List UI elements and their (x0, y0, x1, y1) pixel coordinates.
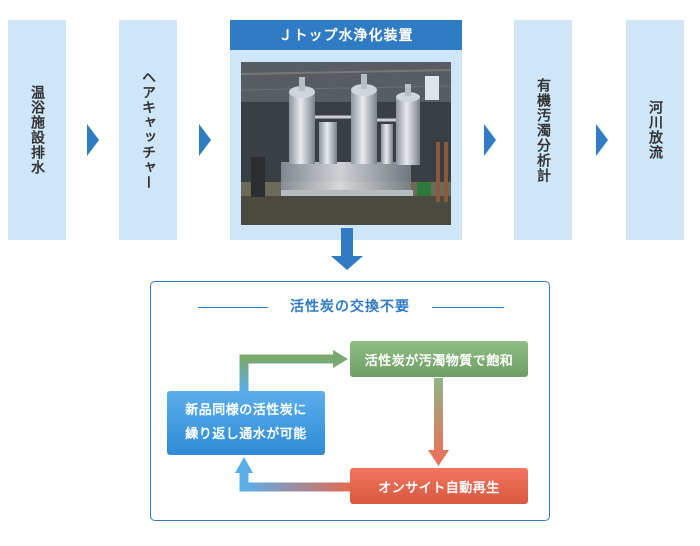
step-label: 温浴施設排水 (29, 85, 45, 175)
flow-arrow-icon (484, 124, 496, 156)
reuse-box: 新品同様の活性炭に 繰り返し通水が可能 (167, 391, 325, 455)
step-bathing-facility-wastewater: 温浴施設排水 (8, 20, 66, 240)
flow-arrow-icon (596, 124, 608, 156)
regeneration-label: オンサイト自動再生 (378, 480, 500, 496)
title-rule-left (198, 307, 268, 308)
arrow-down-icon (428, 450, 449, 466)
down-arrow-icon (331, 256, 363, 270)
step-hair-catcher: ヘアキャッチャー (119, 20, 177, 240)
title-rule-right (432, 307, 504, 308)
purifier-photo (241, 62, 451, 225)
panel-title: 活性炭の交換不要 (290, 299, 410, 315)
regeneration-box: オンサイト自動再生 (350, 468, 528, 504)
reuse-label-line1: 新品同様の活性炭に (185, 403, 307, 418)
step-label: 河川放流 (647, 100, 663, 160)
saturation-label: 活性炭が汚濁物質で飽和 (364, 353, 514, 369)
step-river-discharge: 河川放流 (626, 20, 684, 240)
reuse-label-line2: 繰り返し通水が可能 (185, 427, 307, 442)
purifier-photo-graphic (241, 62, 451, 225)
down-arrow-shaft (341, 228, 353, 258)
step-label: 有機汚濁分析計 (535, 77, 551, 183)
flow-arrow-icon (199, 124, 211, 156)
step-j-top-purifier: Ｊトップ水浄化装置 (230, 20, 462, 240)
purifier-title: Ｊトップ水浄化装置 (230, 20, 462, 50)
arrow-right-icon (333, 350, 348, 368)
saturation-box: 活性炭が汚濁物質で飽和 (350, 341, 528, 377)
arrow-up-icon (235, 457, 253, 473)
flow-arrow-icon (87, 124, 99, 156)
step-label: ヘアキャッチャー (140, 70, 156, 190)
step-organic-pollution-analyzer: 有機汚濁分析計 (514, 20, 572, 240)
